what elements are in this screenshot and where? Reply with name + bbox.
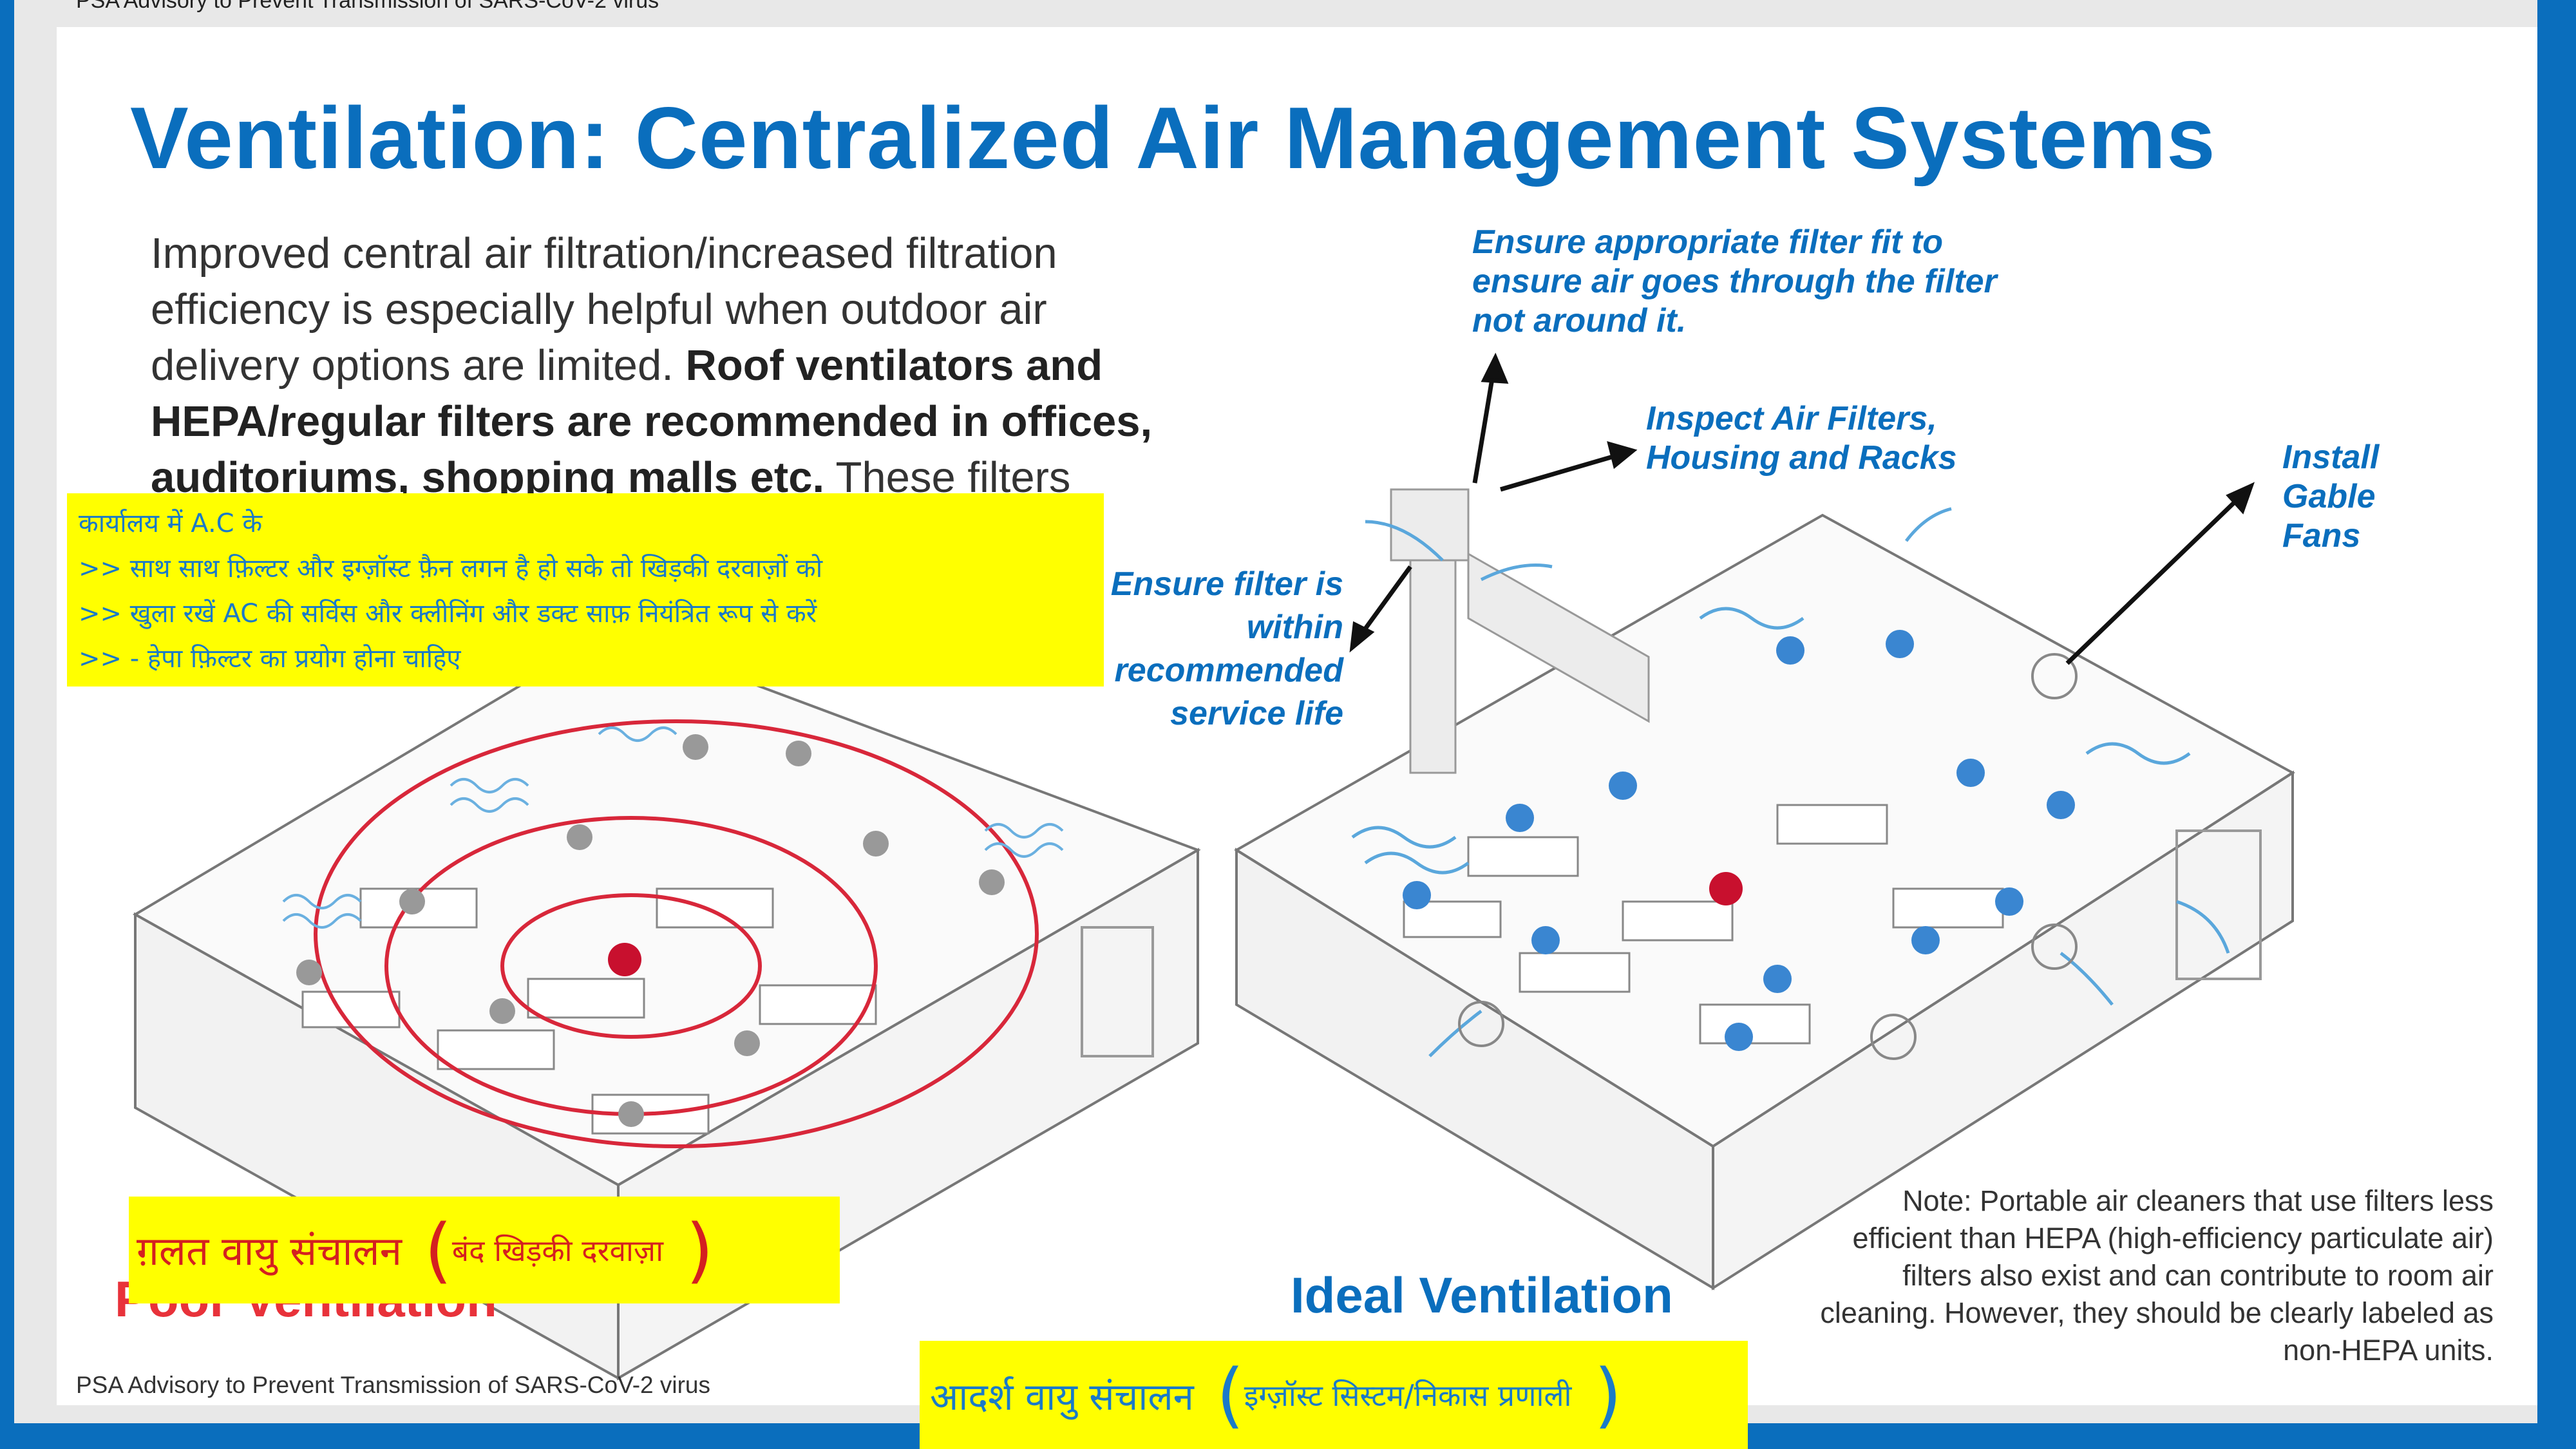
good-ventilation-hindi-main: आदर्श वायु संचालन [930,1374,1194,1419]
poor-room-vents [282,726,1064,929]
top-caption: PSA Advisory to Prevent Transmission of … [76,0,659,13]
ideal-room-fans [1458,653,2078,1060]
ideal-ventilation-room [1234,513,2295,1291]
callout-filter-fit: Ensure appropriate filter fit to ensure … [1472,223,1997,339]
hindi-line-2: >> साथ साथ फ़िल्टर और इग्ज़ॉस्ट फ़ैन लगन… [79,554,823,583]
callout-inspect-filters: Inspect Air Filters, Housing and Racks [1646,400,1957,477]
poor-room-people [296,734,1005,1127]
bad-ventilation-hindi-main: ग़लत वायु संचालन [137,1227,402,1274]
ideal-room-duct [1390,488,1650,774]
callout-arrows [1349,352,2255,665]
ideal-room-desks [1403,804,2004,1045]
hindi-line-3: >> खुला रखें AC की सर्विस और क्लीनिंग और… [79,599,817,629]
bad-ventilation-hindi-box: ग़लत वायु संचालन ( बंद खिड़की दरवाज़ा ) [129,1197,840,1303]
ideal-room-people [1403,630,2075,1051]
hindi-line-4: >> - हेपा फ़िल्टर का प्रयोग होना चाहिए [79,644,461,674]
bottom-caption: PSA Advisory to Prevent Transmission of … [76,1372,710,1398]
portable-air-cleaner-note: Note: Portable air cleaners that use fil… [1820,1184,2494,1367]
hindi-advisory-box: कार्यालय में A.C के >> साथ साथ फ़िल्टर औ… [67,493,1104,687]
ideal-room-airflow [1351,507,2230,1057]
ideal-ventilation-label: Ideal Ventilation [1291,1267,1673,1323]
slide-title: Ventilation: Centralized Air Management … [130,89,2216,187]
callout-service-life: Ensure filter is within recommended serv… [1110,565,1343,732]
bad-ventilation-hindi-sub: बंद खिड़की दरवाज़ा [451,1233,663,1268]
callout-gable-fans: Install Gable Fans [2282,439,2380,554]
intro-text-1: Improved central air filtration/increase… [151,229,1057,390]
hindi-line-1: कार्यालय में A.C के [79,509,263,538]
intro-paragraph: Improved central air filtration/increase… [151,225,1207,506]
good-ventilation-hindi-sub: इग्ज़ॉस्ट सिस्टम/निकास प्रणाली [1244,1378,1572,1413]
good-ventilation-hindi-box: आदर्श वायु संचालन ( इग्ज़ॉस्ट सिस्टम/निक… [920,1341,1748,1449]
